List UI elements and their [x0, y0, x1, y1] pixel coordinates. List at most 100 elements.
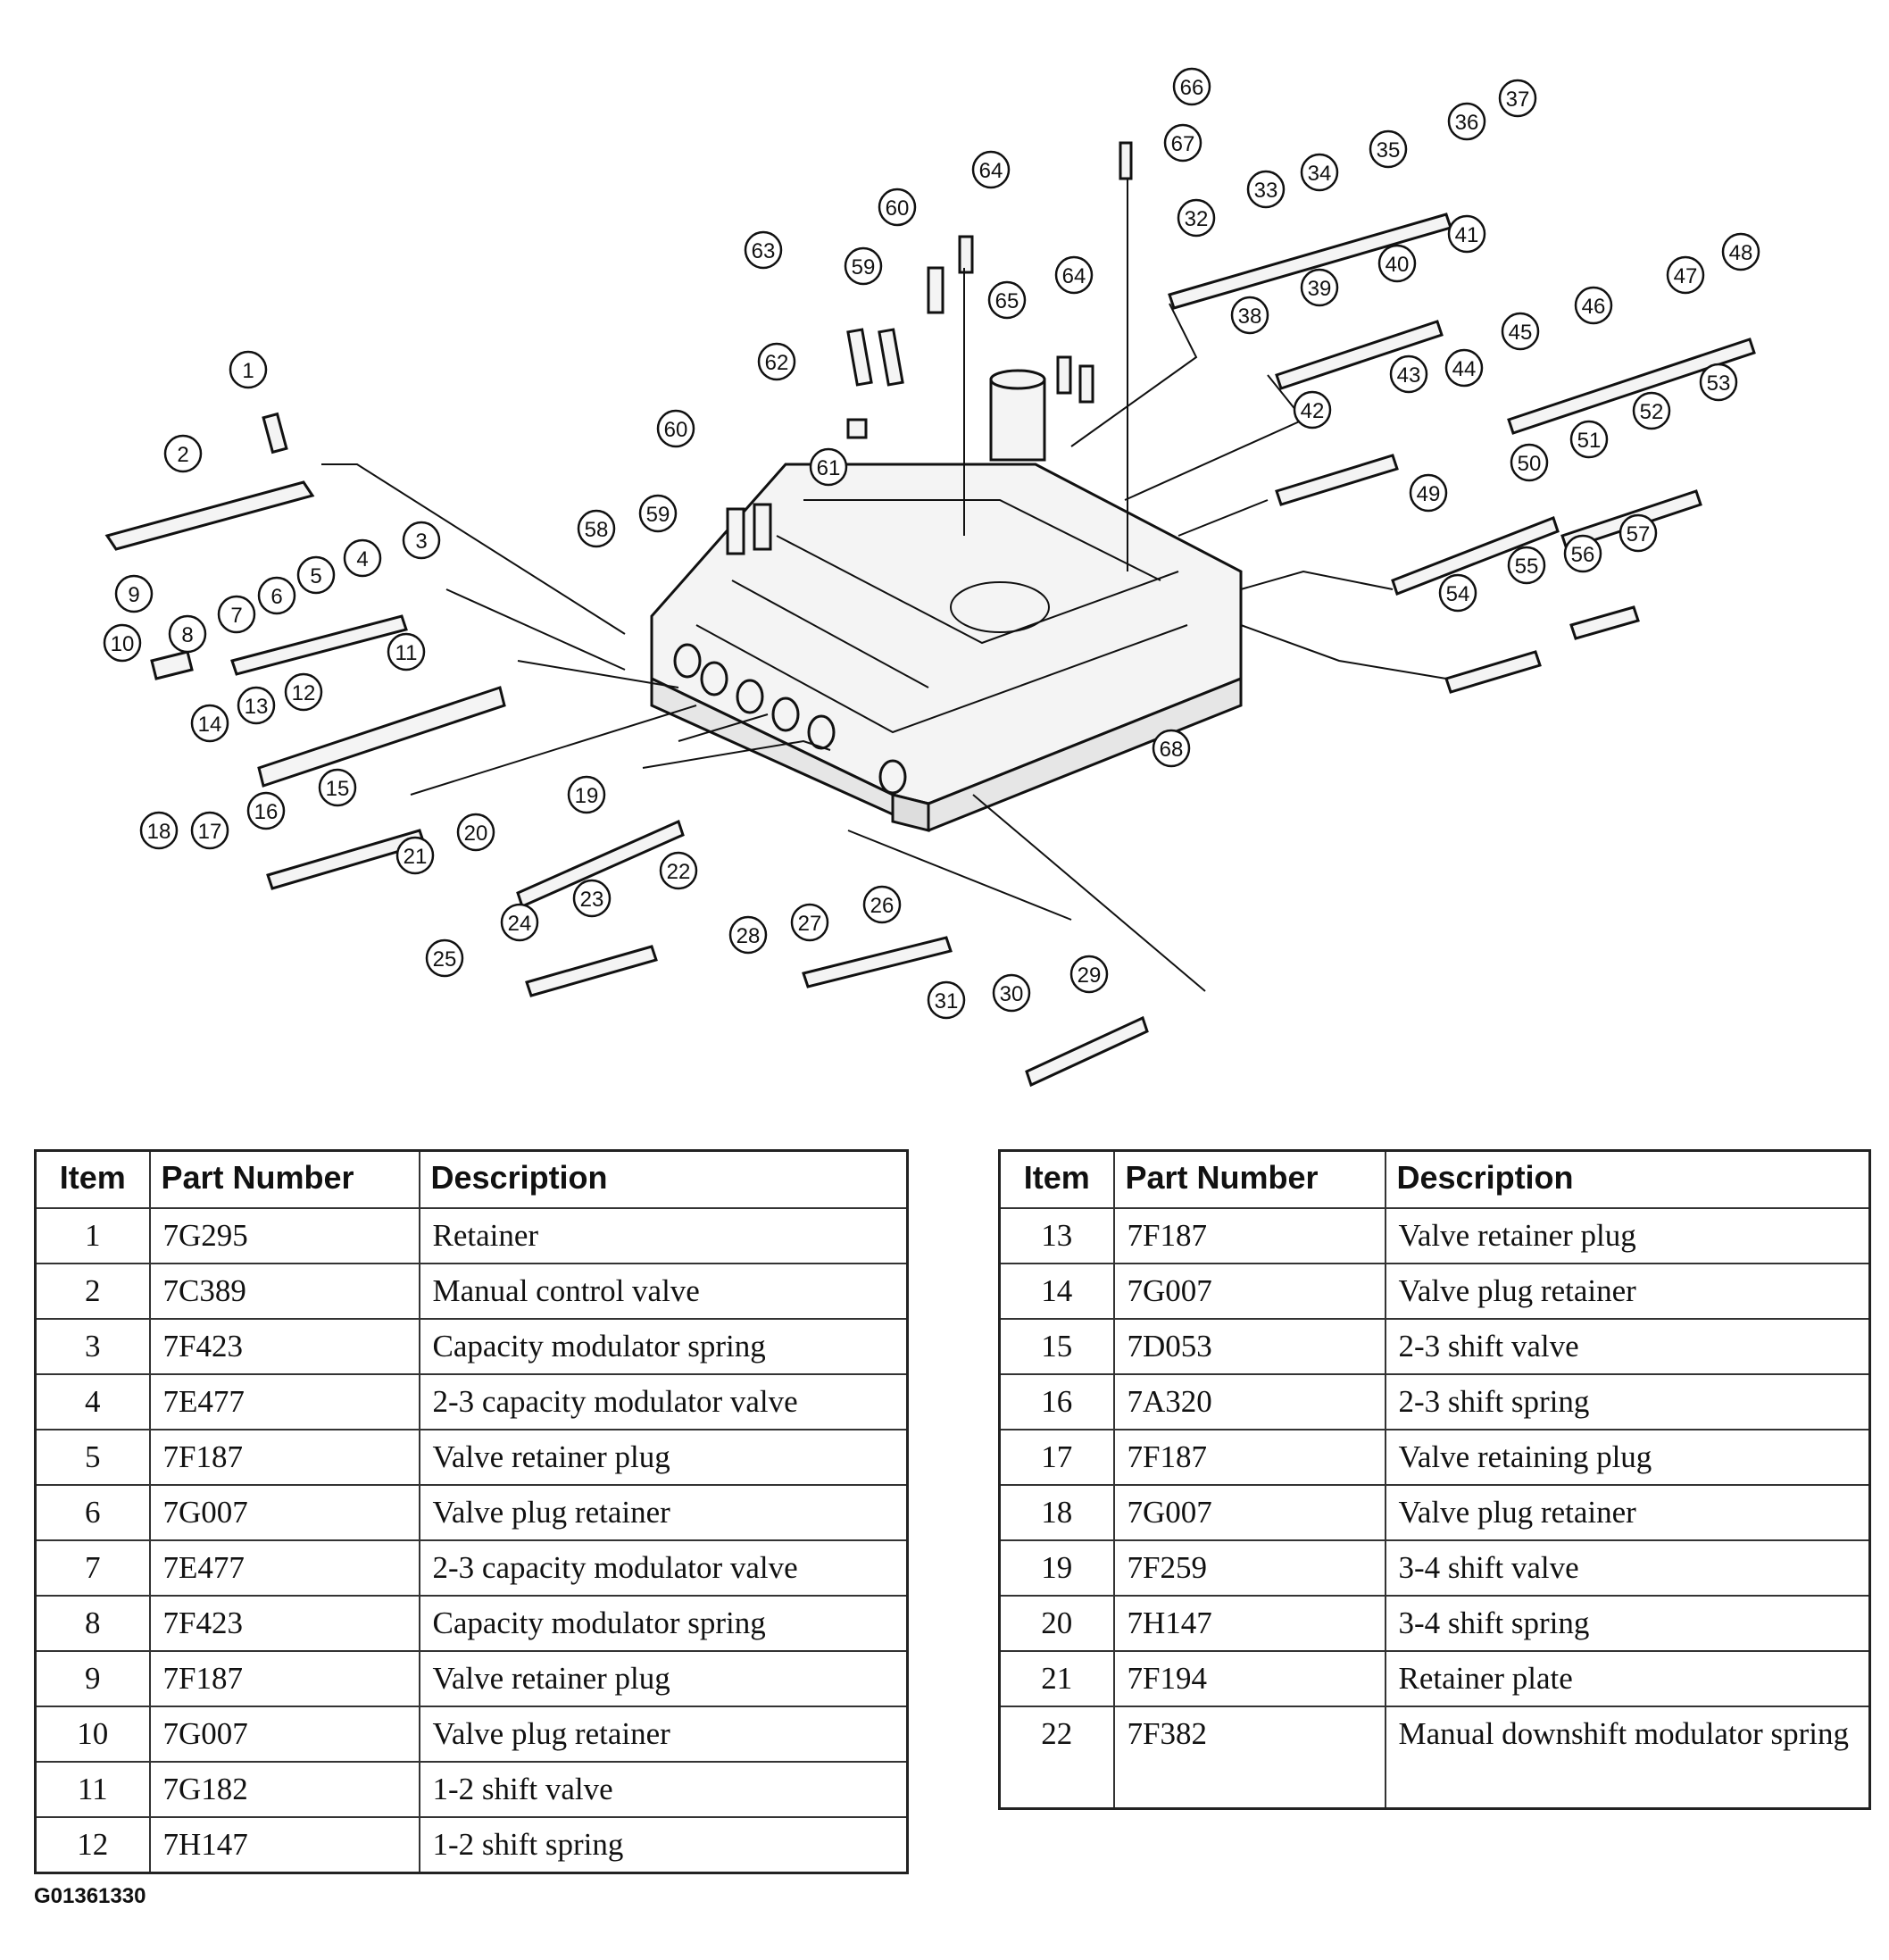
callout-4: 4 [343, 538, 382, 578]
callout-25: 25 [425, 938, 464, 978]
cell-part-number: 7D053 [1112, 1318, 1386, 1375]
cell-part-number: 7F187 [148, 1429, 420, 1486]
svg-text:16: 16 [254, 800, 279, 824]
cell-description: 3-4 shift spring [1384, 1595, 1871, 1652]
svg-text:12: 12 [292, 681, 316, 705]
callout-42: 42 [1293, 390, 1332, 430]
callout-68: 68 [1152, 729, 1191, 768]
cell-part-number: 7H147 [148, 1816, 420, 1874]
cell-item: 15 [998, 1318, 1115, 1375]
cell-item: 19 [998, 1539, 1115, 1597]
cell-part-number: 7F382 [1112, 1706, 1386, 1810]
callout-38: 38 [1230, 296, 1269, 335]
callout-41: 41 [1447, 214, 1486, 254]
callout-10: 10 [103, 623, 142, 663]
header-part-number: Part Number [1112, 1149, 1386, 1209]
svg-text:17: 17 [198, 820, 222, 844]
cell-item: 2 [34, 1263, 151, 1320]
svg-text:45: 45 [1509, 321, 1533, 345]
callout-22: 22 [659, 851, 698, 890]
callout-57: 57 [1619, 513, 1658, 553]
callout-51: 51 [1569, 420, 1609, 459]
sleeve-part [989, 369, 1046, 462]
cell-description: 3-4 shift valve [1384, 1539, 1871, 1597]
svg-text:42: 42 [1301, 399, 1325, 423]
callout-56: 56 [1563, 534, 1602, 573]
callout-30: 30 [992, 973, 1031, 1013]
svg-text:7: 7 [230, 604, 242, 628]
cell-item: 4 [34, 1373, 151, 1430]
callout-61: 61 [809, 447, 848, 487]
callout-3: 3 [402, 521, 441, 560]
callout-19: 19 [567, 775, 606, 814]
svg-text:51: 51 [1577, 429, 1602, 453]
svg-text:54: 54 [1446, 582, 1470, 606]
cell-item: 13 [998, 1207, 1115, 1264]
svg-text:35: 35 [1377, 138, 1401, 163]
valve-body-block [650, 463, 1243, 832]
cell-item: 8 [34, 1595, 151, 1652]
callout-16: 16 [246, 791, 286, 830]
svg-text:64: 64 [1062, 264, 1086, 288]
callout-37: 37 [1498, 79, 1537, 118]
cell-item: 5 [34, 1429, 151, 1486]
cell-item: 12 [34, 1816, 151, 1874]
callout-53: 53 [1699, 363, 1738, 402]
callout-27: 27 [790, 903, 829, 942]
callout-48: 48 [1721, 232, 1760, 271]
callout-35: 35 [1369, 129, 1408, 169]
callout-60-b: 60 [878, 188, 917, 227]
callout-29: 29 [1069, 955, 1109, 994]
callout-7: 7 [217, 595, 256, 634]
svg-text:14: 14 [198, 713, 222, 737]
cell-description: Valve retainer plug [1384, 1207, 1871, 1264]
cell-part-number: 7G007 [148, 1706, 420, 1763]
cell-description: Valve retainer plug [418, 1650, 909, 1707]
svg-text:24: 24 [508, 912, 532, 936]
callout-46: 46 [1574, 286, 1613, 325]
cell-item: 11 [34, 1761, 151, 1818]
callout-55: 55 [1507, 546, 1546, 585]
svg-text:37: 37 [1506, 88, 1530, 112]
cell-description: Capacity modulator spring [418, 1318, 909, 1375]
svg-text:29: 29 [1078, 963, 1102, 988]
svg-text:3: 3 [415, 530, 427, 554]
callout-50: 50 [1510, 443, 1549, 482]
callout-18: 18 [139, 811, 179, 850]
header-item: Item [34, 1149, 151, 1209]
cell-item: 3 [34, 1318, 151, 1375]
cell-part-number: 7G295 [148, 1207, 420, 1264]
svg-text:48: 48 [1729, 241, 1753, 265]
callout-8: 8 [168, 614, 207, 654]
svg-text:21: 21 [404, 845, 428, 869]
svg-text:30: 30 [1000, 982, 1024, 1006]
callout-49: 49 [1409, 473, 1448, 513]
svg-text:55: 55 [1515, 555, 1539, 579]
svg-text:67: 67 [1171, 132, 1195, 156]
callout-43: 43 [1389, 354, 1428, 394]
cell-item: 14 [998, 1263, 1115, 1320]
svg-text:36: 36 [1455, 111, 1479, 135]
svg-text:34: 34 [1308, 162, 1332, 186]
cell-part-number: 7F187 [148, 1650, 420, 1707]
cell-item: 6 [34, 1484, 151, 1541]
callout-44: 44 [1444, 348, 1484, 388]
callout-36: 36 [1447, 102, 1486, 141]
svg-text:2: 2 [177, 443, 188, 467]
callout-60-a: 60 [656, 409, 695, 448]
svg-text:38: 38 [1238, 304, 1262, 329]
cell-part-number: 7G007 [148, 1484, 420, 1541]
svg-text:60: 60 [886, 196, 910, 221]
cell-description: Valve retaining plug [1384, 1429, 1871, 1486]
svg-text:20: 20 [464, 822, 488, 846]
svg-text:53: 53 [1707, 371, 1731, 396]
cell-part-number: 7C389 [148, 1263, 420, 1320]
svg-text:39: 39 [1308, 277, 1332, 301]
